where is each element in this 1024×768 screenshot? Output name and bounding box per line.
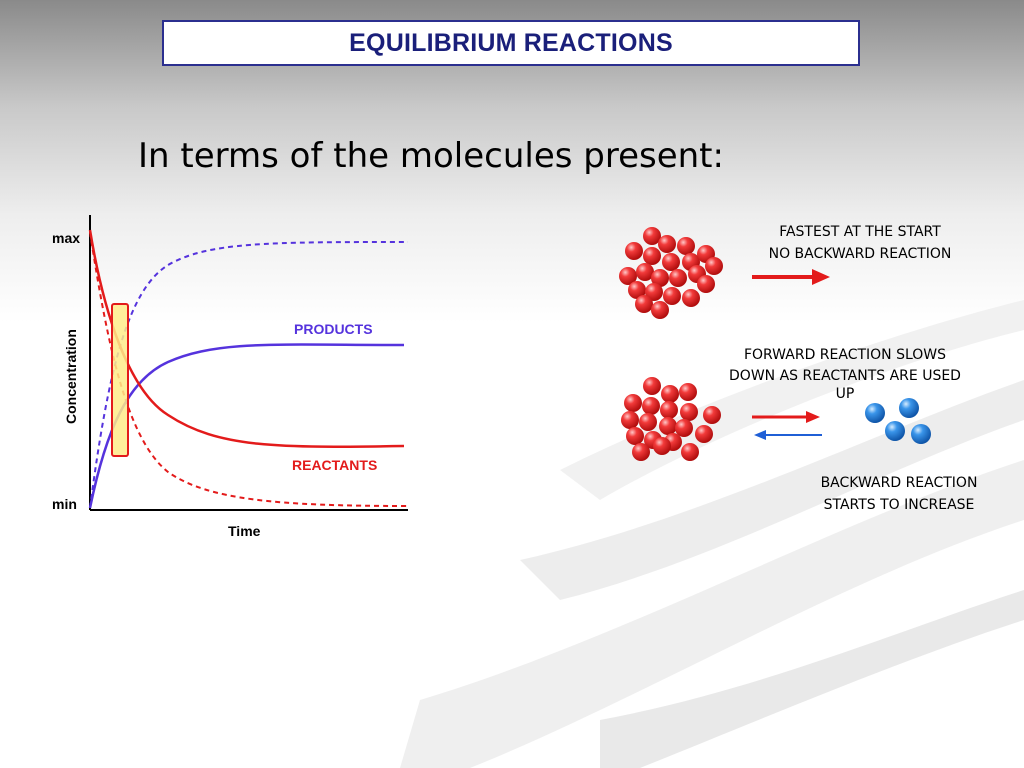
fastest-note-line1: FASTEST AT THE START xyxy=(779,224,941,240)
forward-note-line2: DOWN AS REACTANTS ARE USED xyxy=(729,368,961,384)
fastest-note-line2: NO BACKWARD REACTION xyxy=(768,246,952,262)
backward-note: BACKWARD REACTION STARTS TO INCREASE xyxy=(790,472,1008,516)
products-label: PRODUCTS xyxy=(294,321,373,337)
y-max-label: max xyxy=(52,230,80,246)
reactant-cluster-2 xyxy=(621,377,721,461)
x-axis-label: Time xyxy=(228,523,261,539)
highlight-box xyxy=(111,303,129,457)
products-curve xyxy=(88,343,405,509)
concentration-time-graph: max min Time Concentration PRODUCTS REAC… xyxy=(52,215,409,539)
backward-note-line1: BACKWARD REACTION xyxy=(820,475,978,491)
forward-arrow-2 xyxy=(752,411,820,423)
forward-arrow-1 xyxy=(752,269,830,285)
title-box: EQUILIBRIUM REACTIONS xyxy=(162,20,860,66)
reactants-dashed-curve xyxy=(89,231,409,507)
fastest-note: FASTEST AT THE START NO BACKWARD REACTIO… xyxy=(740,221,980,265)
product-cluster xyxy=(865,398,931,444)
products-dashed-curve xyxy=(89,241,409,509)
forward-note-line3: UP xyxy=(835,386,855,402)
y-axis-label: Concentration xyxy=(63,329,79,424)
forward-note: FORWARD REACTION SLOWS DOWN AS REACTANTS… xyxy=(690,345,1000,401)
reactants-label: REACTANTS xyxy=(292,457,377,473)
y-min-label: min xyxy=(52,496,77,512)
slide-title: EQUILIBRIUM REACTIONS xyxy=(349,28,673,57)
backward-note-line2: STARTS TO INCREASE xyxy=(823,497,975,513)
reactant-cluster-1 xyxy=(619,227,723,319)
reactants-curve xyxy=(88,229,405,448)
backward-arrow xyxy=(754,430,822,440)
forward-note-line1: FORWARD REACTION SLOWS xyxy=(743,347,947,363)
slide-subtitle: In terms of the molecules present: xyxy=(138,136,724,176)
